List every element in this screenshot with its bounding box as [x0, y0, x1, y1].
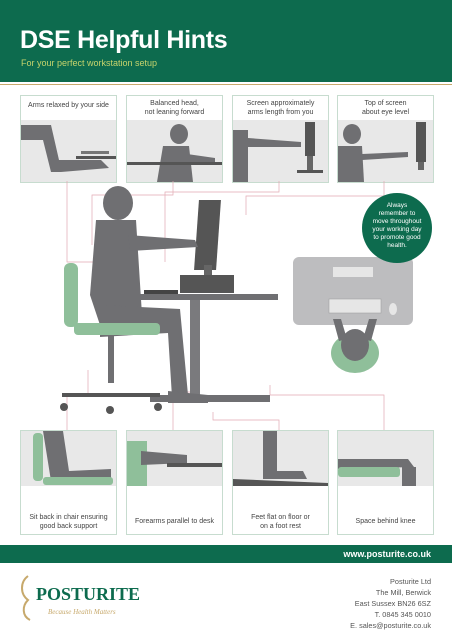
reminder-bubble: Always remember to move throughout your … — [362, 193, 432, 263]
posturite-logo: POSTURITE Because Health Matters — [18, 568, 158, 624]
forearms-illustration — [127, 431, 222, 486]
knee-space-illustration — [338, 431, 433, 486]
workstation-main-illustration — [60, 186, 278, 414]
svg-text:Because Health Matters: Because Health Matters — [48, 608, 116, 616]
tip-panel-arms-relaxed: Arms relaxed by your side — [20, 95, 117, 183]
company-address: Posturite Ltd The Mill, Berwick East Sus… — [350, 576, 431, 631]
address-line: East Sussex BN26 6SZ — [354, 599, 431, 608]
posturite-logo-mark: POSTURITE Because Health Matters — [21, 575, 140, 621]
website-link[interactable]: www.posturite.co.uk — [343, 549, 431, 559]
email-address[interactable]: E. sales@posturite.co.uk — [350, 621, 431, 630]
feet-flat-illustration — [233, 431, 328, 486]
screen-distance-illustration — [233, 120, 328, 182]
header-banner: DSE Helpful Hints For your perfect works… — [0, 0, 452, 82]
tip-caption: Balanced head,not leaning forward — [144, 100, 205, 116]
top-down-illustration — [293, 257, 413, 373]
tip-caption: Arms relaxed by your side — [28, 102, 109, 109]
page-subtitle: For your perfect workstation setup — [21, 58, 158, 68]
tip-caption: Forearms parallel to desk — [135, 518, 214, 525]
back-support-illustration — [21, 431, 116, 486]
tip-panel-forearms: Forearms parallel to desk — [126, 430, 223, 535]
balanced-head-illustration — [127, 120, 222, 182]
arms-relaxed-illustration — [21, 120, 116, 182]
svg-text:POSTURITE: POSTURITE — [36, 584, 140, 604]
address-line: Posturite Ltd — [390, 577, 431, 586]
header-divider — [0, 84, 452, 85]
page-title: DSE Helpful Hints — [20, 26, 228, 54]
phone-number: T. 0845 345 0010 — [374, 610, 431, 619]
tip-caption: Space behind knee — [355, 518, 416, 525]
tip-panel-knee-space: Space behind knee — [337, 430, 434, 535]
address-line: The Mill, Berwick — [375, 588, 431, 597]
eye-level-illustration — [338, 120, 433, 182]
tip-panel-balanced-head: Balanced head,not leaning forward — [126, 95, 223, 183]
footer-bar: www.posturite.co.uk — [0, 545, 452, 563]
